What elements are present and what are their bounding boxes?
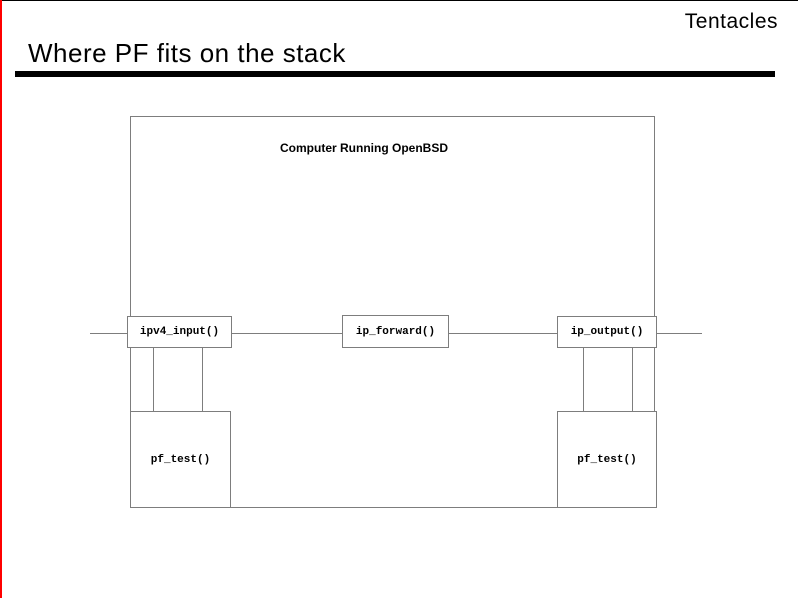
left-edge-accent-rule xyxy=(0,0,2,598)
node-pf-test-left: pf_test() xyxy=(130,411,231,508)
connector-ip-output-pf-test-left xyxy=(583,348,584,411)
connector-ipv4-input-pf-test-left xyxy=(153,348,154,411)
node-ip-output: ip_output() xyxy=(557,316,657,348)
node-ip-output-label: ip_output() xyxy=(570,326,644,338)
node-pf-test-right: pf_test() xyxy=(557,411,657,508)
node-pf-test-right-label: pf_test() xyxy=(577,453,637,466)
computer-box-label: Computer Running OpenBSD xyxy=(280,141,448,155)
brand-label: Tentacles xyxy=(684,10,778,33)
node-ipv4-input: ipv4_input() xyxy=(127,316,232,348)
node-ip-forward: ip_forward() xyxy=(342,315,449,348)
connector-ipv4-input-pf-test-right xyxy=(202,348,203,411)
node-pf-test-left-label: pf_test() xyxy=(150,453,211,466)
computer-box xyxy=(130,116,655,508)
connector-ip-output-pf-test-right xyxy=(632,348,633,411)
node-ipv4-input-label: ipv4_input() xyxy=(139,326,220,338)
slide-title: Where PF fits on the stack xyxy=(28,38,346,68)
node-ip-forward-label: ip_forward() xyxy=(355,325,436,338)
top-edge-rule xyxy=(0,0,798,1)
title-underline-rule xyxy=(15,71,775,77)
